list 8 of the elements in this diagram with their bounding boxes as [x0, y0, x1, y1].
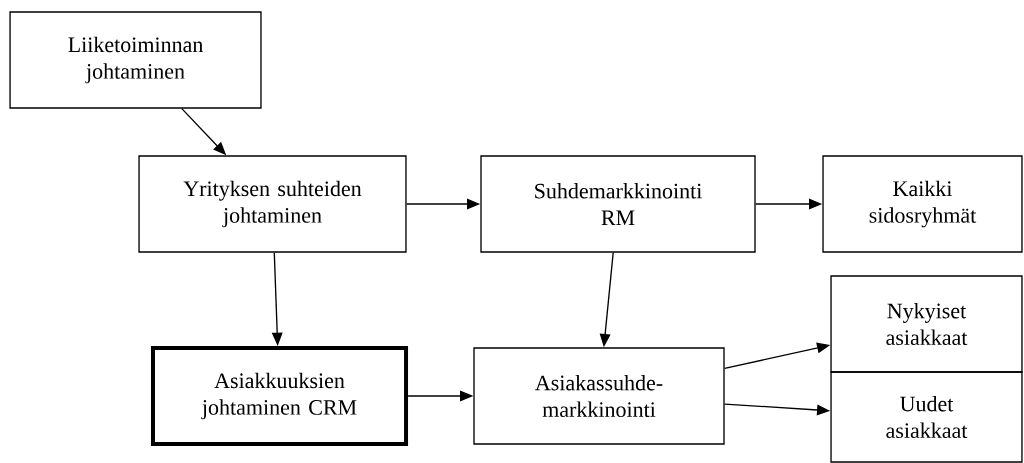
process-box: Kaikki sidosryhmät: [822, 155, 1023, 253]
process-box: Suhdemarkkinointi RM: [480, 155, 756, 253]
process-box: Asiakkuuksien johtaminen CRM: [151, 346, 409, 446]
process-box: Yrityksen suhteiden johtaminen: [138, 155, 407, 253]
process-box: Asiakassuhde-markkinointi: [473, 347, 725, 445]
process-box: Uudet asiakkaat: [830, 371, 1023, 463]
process-box: Nykyiset asiakkaat: [830, 275, 1023, 373]
process-box: Liiketoiminnan johtaminen: [9, 11, 262, 109]
